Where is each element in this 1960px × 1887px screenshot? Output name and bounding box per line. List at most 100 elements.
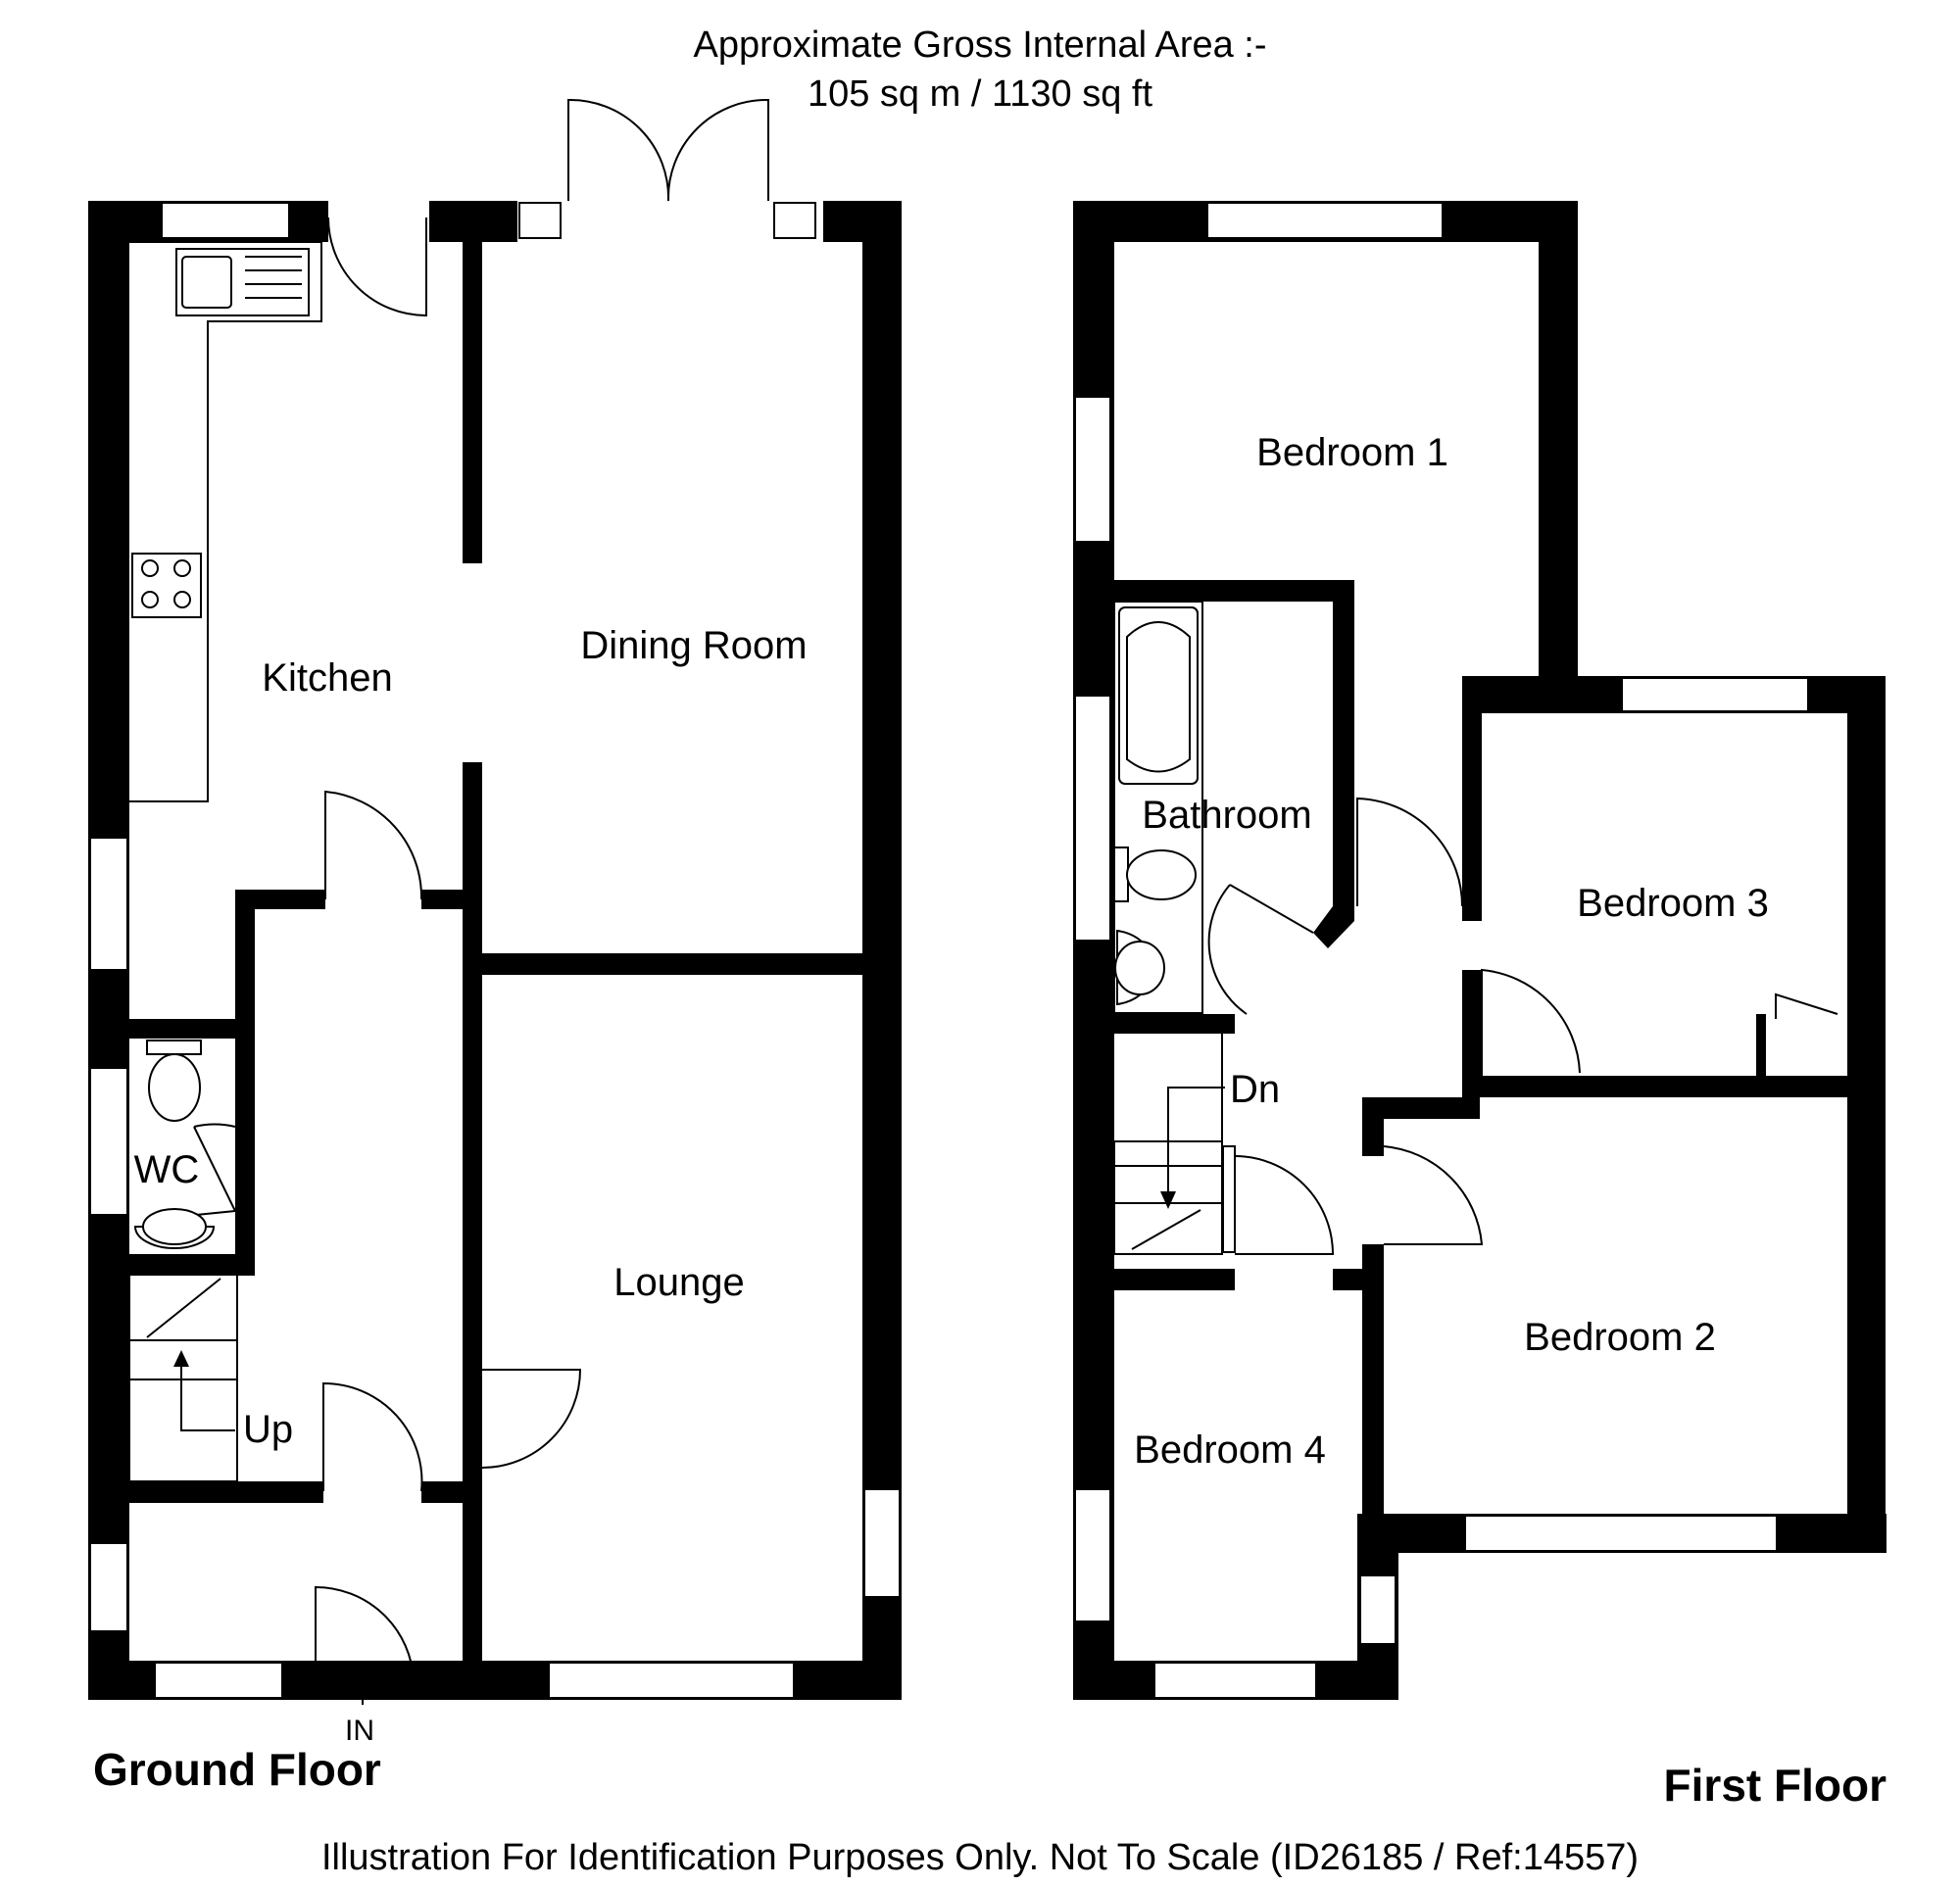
- room-label-bedroom-3: Bedroom 3: [1577, 882, 1769, 925]
- room-label-wc: WC: [134, 1148, 200, 1191]
- front-door: [315, 1585, 415, 1681]
- entrance-arrow-icon: [350, 1671, 375, 1705]
- wall: [1462, 1076, 1884, 1097]
- area-heading: Approximate Gross Internal Area :-: [693, 24, 1266, 66]
- wall: [1539, 201, 1578, 691]
- disclaimer: Illustration For Identification Purposes…: [321, 1837, 1639, 1878]
- wall: [429, 201, 517, 242]
- window: [863, 1488, 901, 1598]
- wall: [1333, 1269, 1382, 1290]
- bedroom-3-door: [1481, 968, 1581, 1078]
- wall: [421, 1481, 470, 1503]
- toilet-cistern: [1113, 847, 1129, 902]
- first-floor-plan: Bedroom 1 Bathroom Bedroom 3 Bedroom 2 B…: [1073, 201, 1886, 1811]
- toilet-icon: [148, 1053, 201, 1122]
- stair-break: [146, 1278, 221, 1338]
- kitchen-door: [324, 790, 423, 900]
- toilet-icon: [1126, 849, 1197, 900]
- wall: [1362, 1244, 1384, 1558]
- kitchen-worktop: [129, 241, 322, 802]
- bedroom-2-door: [1383, 1145, 1484, 1245]
- window: [1074, 396, 1111, 543]
- window: [548, 1662, 795, 1699]
- wall: [1313, 906, 1354, 948]
- stair-arrowhead: [173, 1350, 189, 1367]
- french-door-right: [666, 98, 769, 202]
- room-label-bathroom: Bathroom: [1142, 794, 1311, 837]
- wall: [88, 1481, 323, 1503]
- room-label-lounge: Lounge: [613, 1261, 744, 1304]
- area-value: 105 sq m / 1130 sq ft: [808, 73, 1152, 115]
- first-floor-title: First Floor: [1664, 1760, 1887, 1811]
- hob-ring: [141, 591, 159, 608]
- wall: [1847, 676, 1886, 1553]
- lounge-door: [481, 1369, 582, 1469]
- hob-ring: [173, 591, 191, 608]
- stair-break: [1131, 1209, 1201, 1250]
- window: [518, 202, 562, 239]
- basin-bowl: [1114, 941, 1165, 995]
- window: [1153, 1662, 1317, 1699]
- hob-icon: [131, 553, 202, 618]
- window: [773, 202, 816, 239]
- window: [89, 1542, 128, 1632]
- bedroom-1-door: [1356, 797, 1463, 907]
- wc-door-swing: [193, 1123, 236, 1128]
- wall: [88, 1254, 255, 1276]
- hob-ring: [141, 559, 159, 577]
- hob-ring: [173, 559, 191, 577]
- ground-floor-title: Ground Floor: [93, 1744, 381, 1795]
- sink-bowl: [181, 256, 232, 309]
- wall: [862, 201, 902, 1700]
- entrance-label: IN: [345, 1715, 374, 1747]
- wall: [1362, 1097, 1480, 1119]
- bathroom-fittings-outline: [1113, 601, 1203, 1014]
- window: [1074, 695, 1111, 942]
- bedroom-4-door: [1234, 1155, 1335, 1255]
- room-label-bedroom-1: Bedroom 1: [1256, 431, 1448, 474]
- wall: [1073, 1014, 1235, 1034]
- wall: [421, 890, 480, 909]
- stair-arrow-icon: [1167, 1087, 1225, 1203]
- basin-bowl: [142, 1208, 207, 1245]
- window: [1359, 1574, 1396, 1645]
- stairs-up-label: Up: [243, 1408, 293, 1451]
- toilet-cistern: [146, 1040, 202, 1055]
- window: [161, 202, 290, 239]
- wall: [1073, 580, 1352, 602]
- wall: [463, 240, 482, 563]
- wall: [1462, 676, 1482, 921]
- window: [1621, 677, 1809, 712]
- window: [89, 837, 128, 971]
- french-door-left: [567, 98, 670, 202]
- ground-floor-plan: Kitchen Dining Room Lounge WC Up IN Grou…: [88, 98, 902, 1795]
- wall: [1333, 580, 1354, 918]
- wall: [235, 890, 255, 1262]
- window: [1074, 1488, 1111, 1622]
- wall: [235, 890, 325, 909]
- room-label-bedroom-2: Bedroom 2: [1524, 1316, 1716, 1359]
- window: [1464, 1515, 1778, 1552]
- room-label-kitchen: Kitchen: [262, 656, 392, 700]
- banister: [1222, 1145, 1236, 1253]
- room-label-dining-room: Dining Room: [580, 624, 807, 667]
- room-label-bedroom-4: Bedroom 4: [1134, 1428, 1326, 1472]
- wc-door: [193, 1126, 237, 1216]
- wall: [463, 762, 482, 1700]
- wall: [88, 1254, 129, 1700]
- window: [89, 1067, 128, 1216]
- wall: [1073, 1269, 1235, 1290]
- stair-arrow-icon: [180, 1357, 235, 1431]
- window: [154, 1662, 283, 1699]
- window: [1206, 202, 1444, 239]
- bath-tub: [1126, 621, 1191, 773]
- wall: [88, 1019, 255, 1039]
- bathroom-door: [1207, 884, 1314, 1015]
- wall: [463, 953, 874, 975]
- stairs-icon: [128, 1273, 238, 1482]
- stair-arrowhead: [1160, 1191, 1176, 1209]
- wall: [1462, 970, 1482, 1088]
- back-door: [327, 217, 427, 317]
- wall: [1756, 1014, 1766, 1088]
